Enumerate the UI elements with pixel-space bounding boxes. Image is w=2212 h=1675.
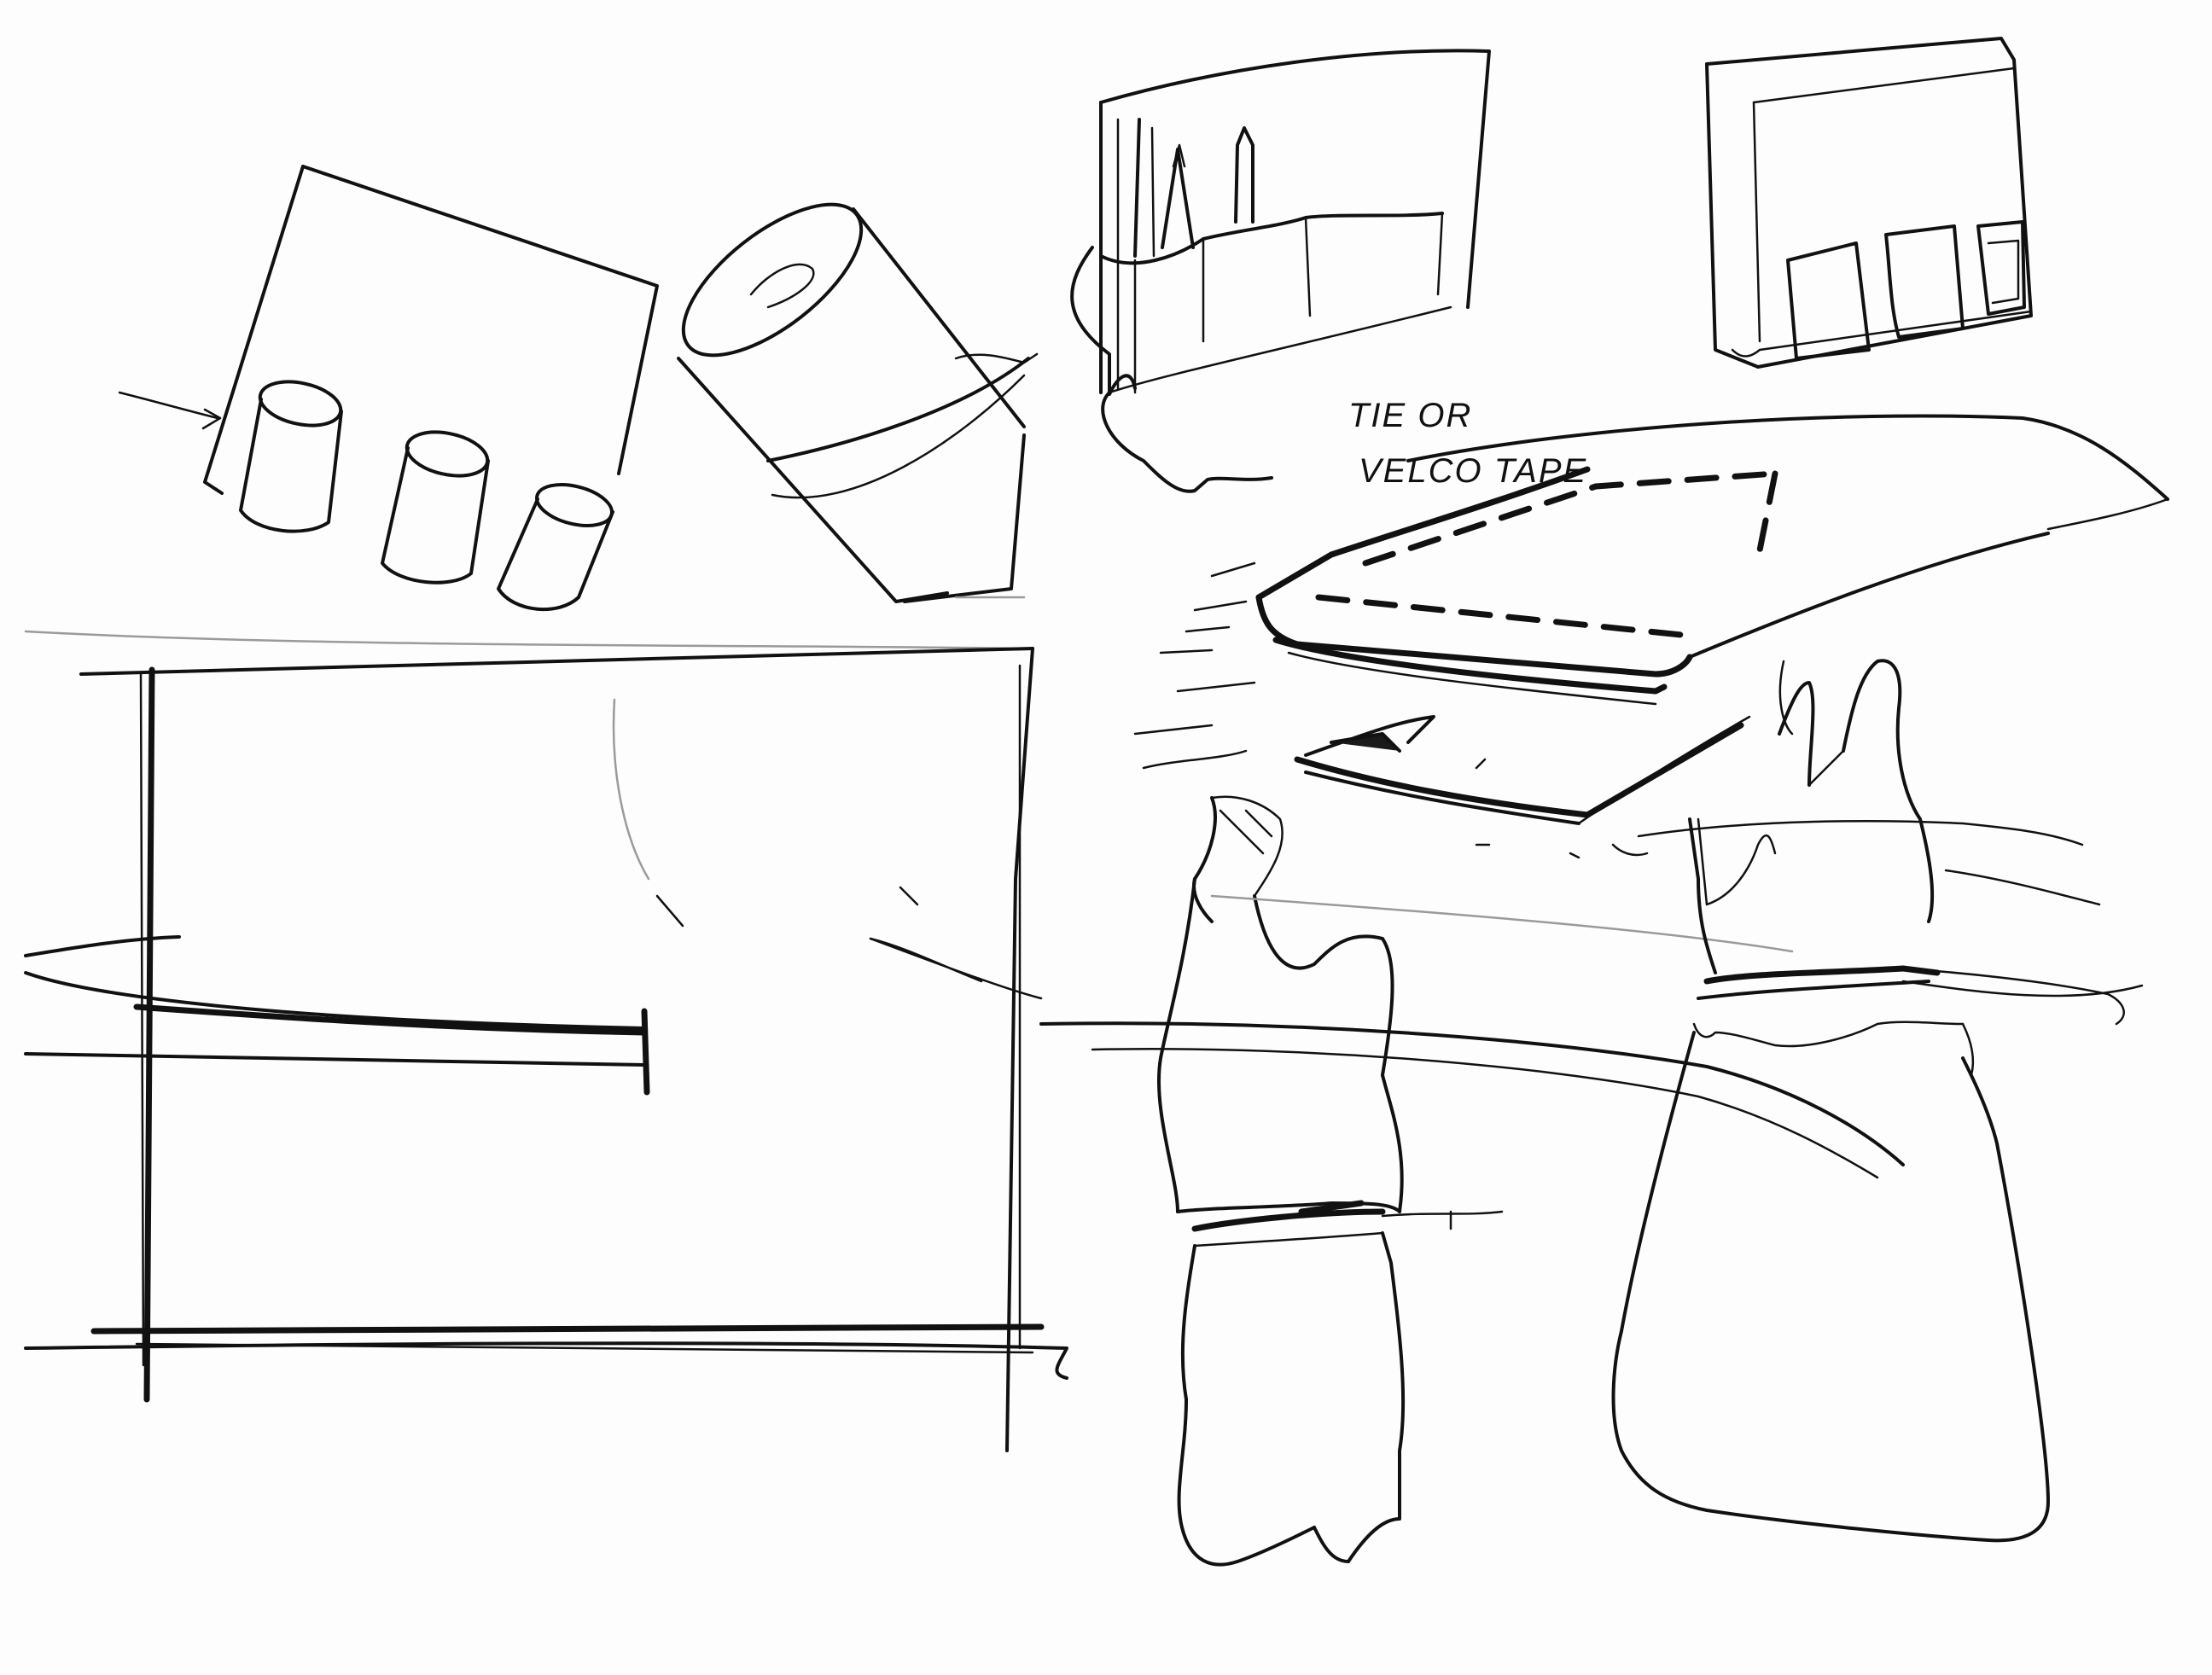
cup-board-sketch	[119, 166, 657, 609]
annotation-note: TIE OR VELCO TAPE	[1348, 397, 1587, 490]
annotation-line-1: TIE OR	[1348, 397, 1472, 434]
paper-pocket-sketch	[1707, 38, 2031, 367]
velcro-pad-sketch	[1135, 416, 2168, 858]
fabric-sleeve-sketch	[1159, 797, 1502, 1565]
wall-panel-sketch	[26, 597, 1067, 1451]
rolled-canister-sketch	[660, 177, 1037, 602]
tied-bag-sketch	[1614, 660, 2142, 1540]
